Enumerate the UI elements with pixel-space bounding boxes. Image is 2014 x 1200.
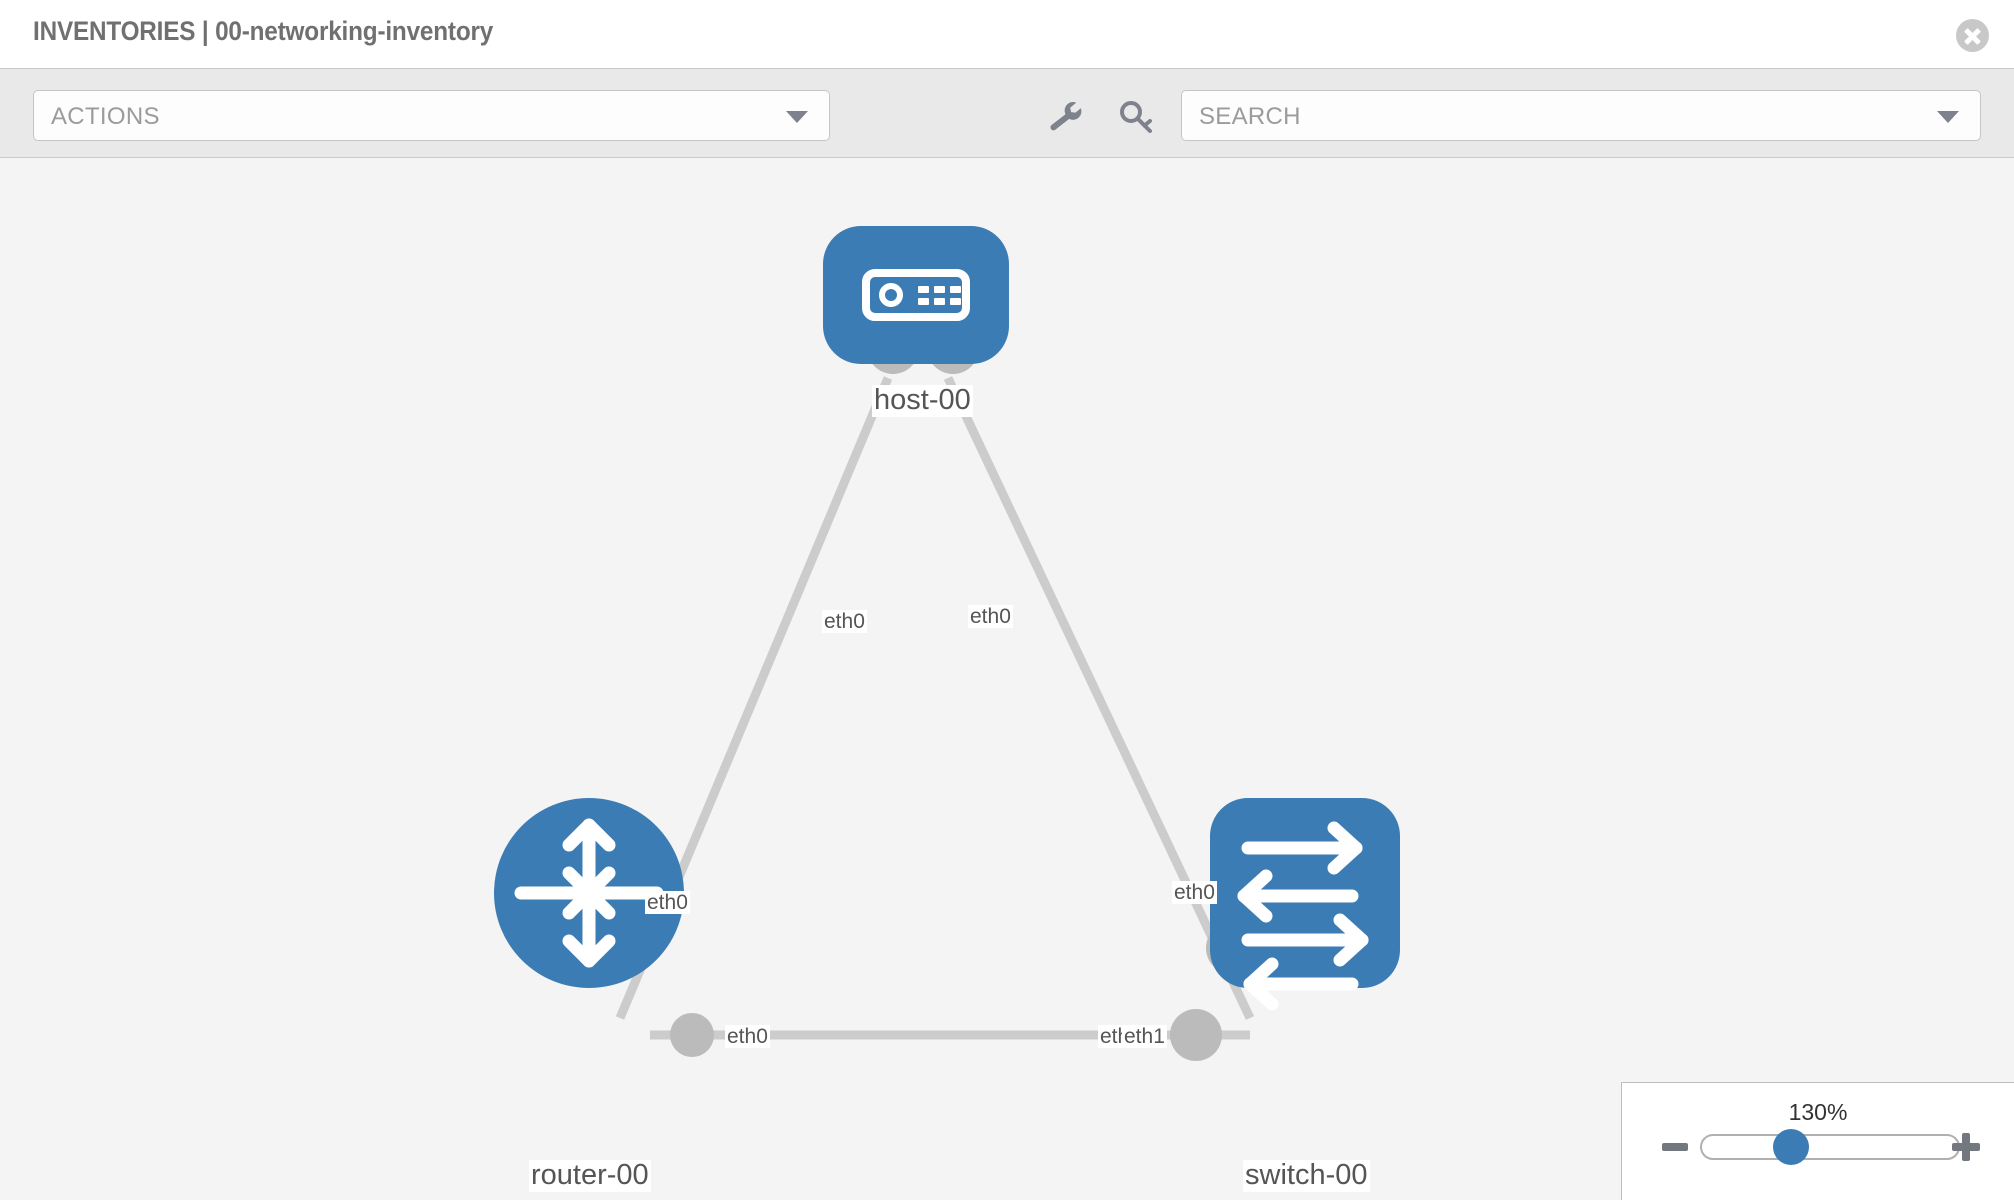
zoom-level-value: 130% — [1788, 1099, 1848, 1125]
chevron-down-icon — [786, 111, 808, 123]
key-icon[interactable] — [1117, 100, 1155, 134]
interface-label: eth0 — [968, 605, 1013, 629]
zoom-control-panel: 130% — [1621, 1082, 2014, 1200]
close-icon[interactable] — [1956, 19, 1989, 52]
chevron-down-icon — [1937, 111, 1959, 123]
search-input[interactable]: SEARCH — [1181, 90, 1981, 141]
interface-label: eth0 — [1172, 881, 1217, 905]
connector-router00-east — [670, 1013, 714, 1057]
interface-label: eth1 — [1122, 1025, 1167, 1049]
toolbar: ACTIONS SEARCH — [0, 68, 2014, 158]
node-switch-00 — [1210, 798, 1400, 1011]
switch-arrows-icon — [1237, 821, 1369, 1011]
topology-edges — [615, 376, 1255, 1040]
interface-label: eth0 — [822, 610, 867, 634]
page-title: INVENTORIES | 00-networking-inventory — [33, 16, 494, 46]
node-host-00 — [823, 226, 1009, 364]
plus-icon-vertical — [1962, 1133, 1970, 1161]
search-placeholder: SEARCH — [1199, 103, 1301, 130]
node-label-host-00: host-00 — [872, 384, 973, 417]
server-icon — [862, 269, 970, 321]
page-header: INVENTORIES | 00-networking-inventory — [0, 0, 2014, 68]
wrench-icon[interactable] — [1046, 100, 1084, 134]
connector-switch00-west — [1170, 1009, 1222, 1061]
node-label-switch-00: switch-00 — [1243, 1159, 1370, 1192]
actions-dropdown-label: ACTIONS — [51, 103, 160, 130]
topology-graph — [494, 226, 1400, 1061]
edge-host00-switch00 — [943, 376, 1255, 1020]
topology-canvas[interactable]: host-00 router-00 switch-00 eth0 eth0 et… — [0, 158, 2014, 1200]
interface-label: eth0 — [725, 1025, 770, 1049]
actions-dropdown[interactable]: ACTIONS — [33, 90, 830, 141]
node-label-router-00: router-00 — [529, 1159, 651, 1192]
zoom-slider-thumb[interactable] — [1773, 1129, 1809, 1165]
minus-icon[interactable] — [1662, 1143, 1688, 1151]
zoom-slider[interactable] — [1700, 1134, 1960, 1160]
plus-icon[interactable] — [1952, 1133, 1980, 1161]
interface-label: eth0 — [645, 891, 690, 915]
